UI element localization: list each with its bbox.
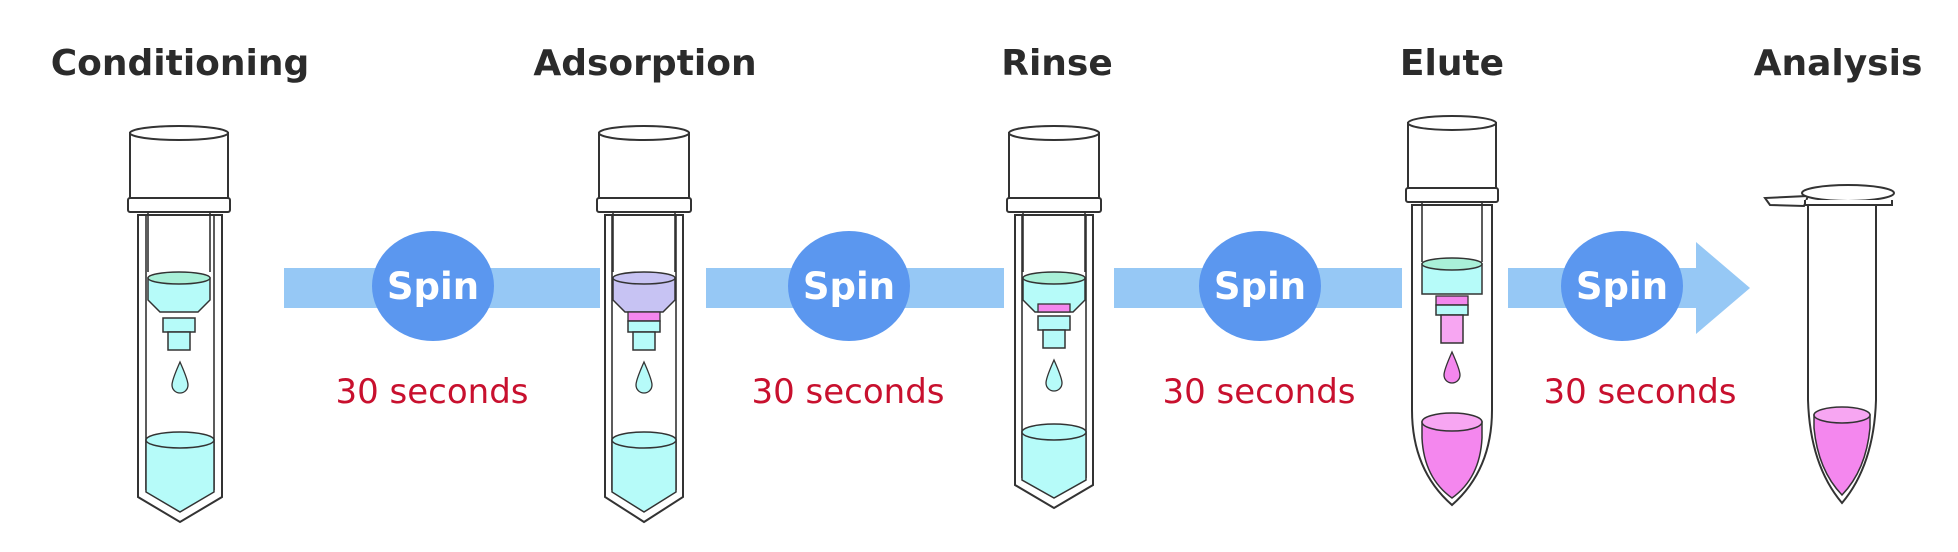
spin-badge <box>1561 231 1683 341</box>
drop <box>1443 350 1461 384</box>
sorbent-bed <box>1421 257 1483 271</box>
transition-2: Spin 30 seconds <box>706 231 1004 412</box>
drop <box>171 360 189 394</box>
step-title-elute: Elute <box>1400 43 1504 84</box>
spin-column-body <box>129 132 229 199</box>
analyte-band <box>1435 295 1469 306</box>
spin-time-label: 30 seconds <box>1162 372 1355 412</box>
tube-adsorption <box>596 125 692 524</box>
tube-lid <box>1801 184 1895 202</box>
spin-badge <box>1199 231 1321 341</box>
spin-time-label: 30 seconds <box>1543 372 1736 412</box>
spin-badge <box>788 231 910 341</box>
spin-label: Spin <box>803 265 895 308</box>
tube-rinse <box>1006 125 1102 510</box>
spin-column-body <box>1008 132 1100 199</box>
analyte-band <box>627 311 661 322</box>
drop <box>1045 358 1063 392</box>
sorbent-bed <box>1022 271 1086 285</box>
eluate-liquid <box>1421 421 1483 499</box>
spin-label: Spin <box>1214 265 1306 308</box>
arrow-head <box>1696 242 1750 334</box>
analyte-band <box>1037 303 1071 313</box>
spin-label: Spin <box>1576 265 1668 308</box>
eluate-liquid <box>1813 414 1871 497</box>
sorbent-bed <box>612 271 676 285</box>
tube-conditioning <box>127 125 231 524</box>
spin-label: Spin <box>387 265 479 308</box>
transition-4: Spin 30 seconds <box>1508 231 1750 412</box>
sorbent-bed <box>147 271 211 285</box>
tube-analysis <box>1763 184 1895 505</box>
step-title-rinse: Rinse <box>1001 43 1113 84</box>
drop <box>635 360 653 394</box>
spin-column-body <box>598 132 690 199</box>
transition-3: Spin 30 seconds <box>1114 231 1402 412</box>
spin-column-body <box>1407 122 1497 189</box>
tube-elute <box>1405 115 1499 507</box>
spin-time-label: 30 seconds <box>751 372 944 412</box>
tube-lid-hinge <box>1763 194 1810 208</box>
spin-badge <box>372 231 494 341</box>
step-title-conditioning: Conditioning <box>51 43 310 84</box>
step-title-adsorption: Adsorption <box>533 43 756 84</box>
transition-1: Spin 30 seconds <box>284 231 600 412</box>
step-title-analysis: Analysis <box>1754 43 1923 84</box>
spin-time-label: 30 seconds <box>335 372 528 412</box>
